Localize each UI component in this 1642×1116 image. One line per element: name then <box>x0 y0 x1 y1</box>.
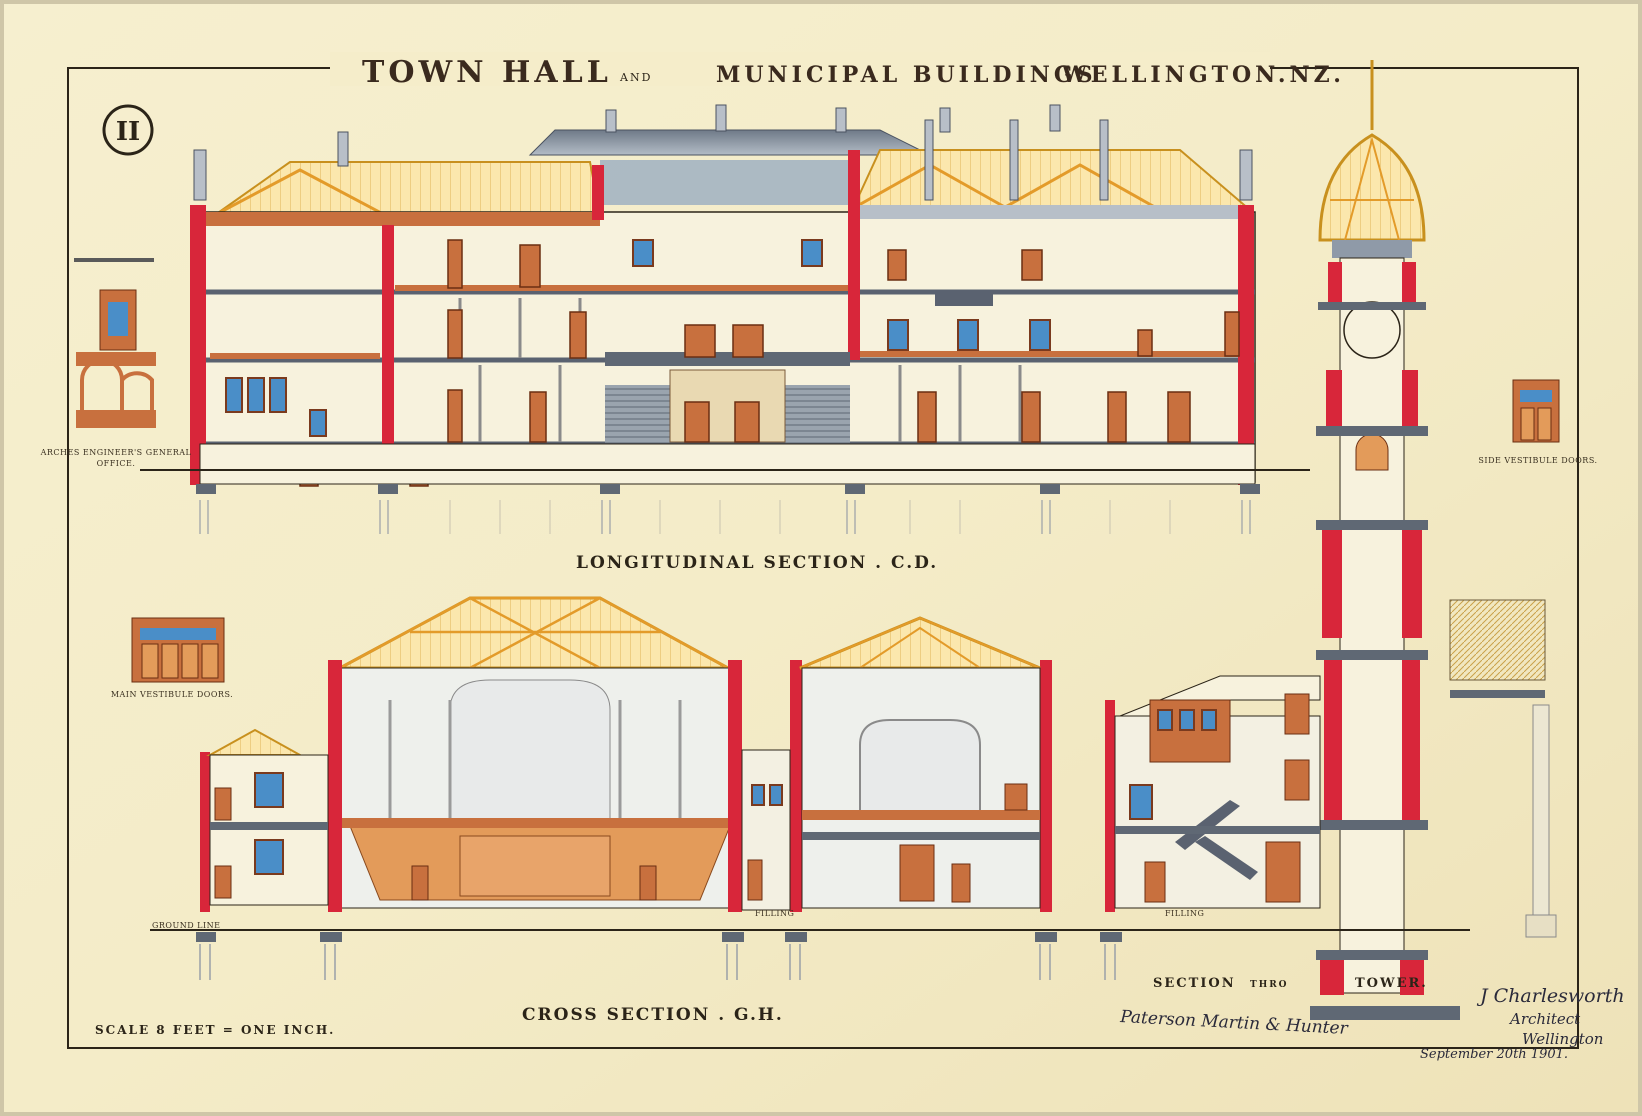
title-town-hall: TOWN HALL <box>362 55 612 90</box>
signature-architect: J Charlesworth <box>1476 985 1625 1007</box>
label-ground-line: GROUND LINE <box>152 921 220 930</box>
label-cross-section: CROSS SECTION . G.H. <box>522 1005 784 1025</box>
detail-side-doors <box>1512 379 1560 443</box>
title-wellington: WELLINGTON.NZ. <box>1061 62 1345 88</box>
label-scale: SCALE 8 FEET = ONE INCH. <box>95 1023 335 1037</box>
label-tower-section: SECTION <box>1153 976 1236 991</box>
detail-main-doors <box>131 617 225 683</box>
label-filling-2: FILLING <box>1165 909 1204 918</box>
label-side-doors: SIDE VESTIBULE DOORS. <box>1478 456 1597 465</box>
label-tower-thro: THRO <box>1250 980 1289 990</box>
signature-architect-city: Wellington <box>1522 1030 1603 1048</box>
label-tower-tower: TOWER. <box>1355 976 1428 991</box>
signature-architect-title: Architect <box>1508 1010 1581 1028</box>
longitudinal-section <box>140 104 1310 534</box>
sheet-number: II <box>116 117 140 147</box>
sheet-number-badge: II <box>102 104 154 156</box>
cross-section <box>150 596 1470 980</box>
label-longitudinal-section: LONGITUDINAL SECTION . C.D. <box>576 553 938 573</box>
signature-date: September 20th 1901. <box>1420 1047 1568 1062</box>
label-arches-office-1: ARCHES ENGINEER'S GENERAL <box>40 448 192 457</box>
tower-section <box>1310 60 1557 1020</box>
label-arches-office-2: OFFICE. <box>97 459 136 468</box>
title-and: AND <box>619 71 652 84</box>
title-municipal-buildings: MUNICIPAL BUILDINGS <box>716 62 1097 88</box>
label-filling-1: FILLING <box>755 909 794 918</box>
label-main-doors: MAIN VESTIBULE DOORS. <box>111 690 233 699</box>
detail-arches-office <box>74 258 156 428</box>
